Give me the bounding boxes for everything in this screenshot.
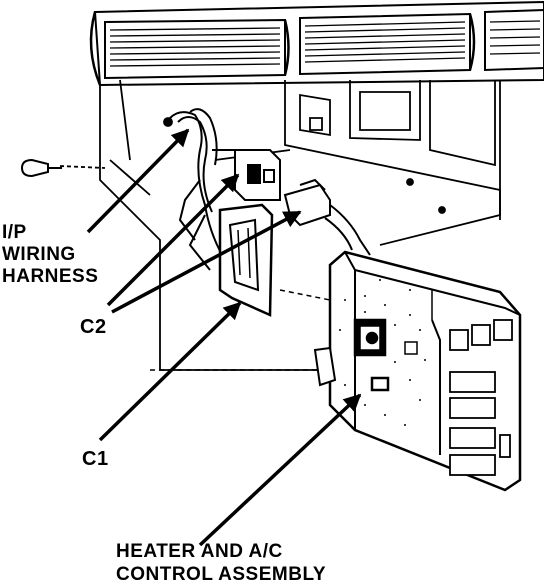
ip-label-line-2: WIRING: [2, 244, 76, 265]
ip-label-line-3: HARNESS: [2, 266, 99, 287]
ip-wiring-harness-label: I/P WIRING HARNESS: [2, 222, 98, 288]
arrow-c2-lower: [111, 210, 302, 314]
heater-label-line-1: HEATER AND A/C: [116, 541, 283, 562]
callout-arrows: [86, 128, 362, 547]
arrow-c2-upper: [106, 173, 240, 307]
heater-label-line-2: CONTROL ASSEMBLY: [116, 564, 326, 585]
heater-ac-control-assembly: [313, 250, 522, 492]
arrow-heater-assembly: [198, 393, 362, 547]
arrow-ip-harness: [86, 128, 190, 234]
dash-vent-panel: [89, 0, 544, 87]
ip-label-line-1: I/P: [2, 222, 27, 243]
dash-support-frame: [59, 79, 501, 371]
assembly-surface-stipple: [339, 279, 426, 426]
mounting-screw: [20, 158, 62, 178]
connector-c1: [218, 203, 274, 317]
arrow-c1: [98, 301, 242, 442]
c2-label: C2: [80, 316, 107, 338]
alignment-guides: [150, 289, 331, 371]
c1-label: C1: [82, 448, 109, 470]
heater-ac-control-assembly-label: HEATER AND A/C CONTROL ASSEMBLY: [116, 540, 326, 586]
